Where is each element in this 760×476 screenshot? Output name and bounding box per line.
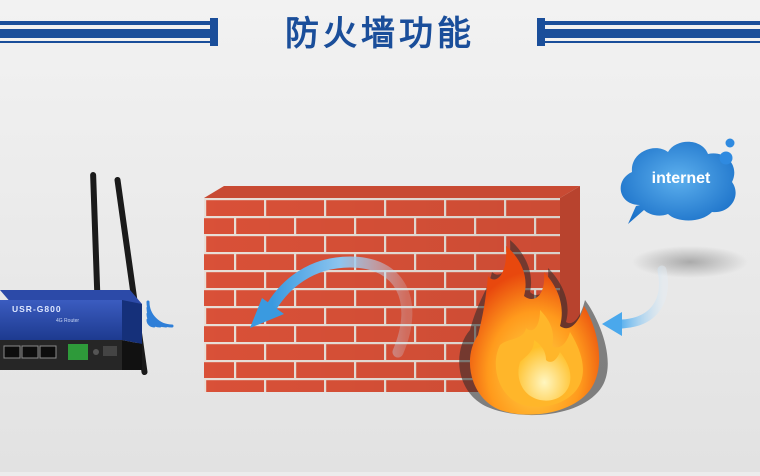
- header-left-bar: [0, 18, 218, 46]
- blocked-traffic-arrow: [250, 256, 413, 358]
- fire-icon: [459, 240, 608, 416]
- internet-label: internet: [651, 170, 711, 187]
- router-subtitle-label: 4G Router: [56, 318, 80, 324]
- header-right-bar: [537, 18, 760, 46]
- router-device: [0, 172, 148, 376]
- page-title: 防火墙功能: [285, 14, 475, 54]
- wifi-signal-icon: [146, 300, 174, 328]
- router-model-label: USR-G800: [12, 304, 62, 314]
- incoming-traffic-arrow: [602, 265, 668, 336]
